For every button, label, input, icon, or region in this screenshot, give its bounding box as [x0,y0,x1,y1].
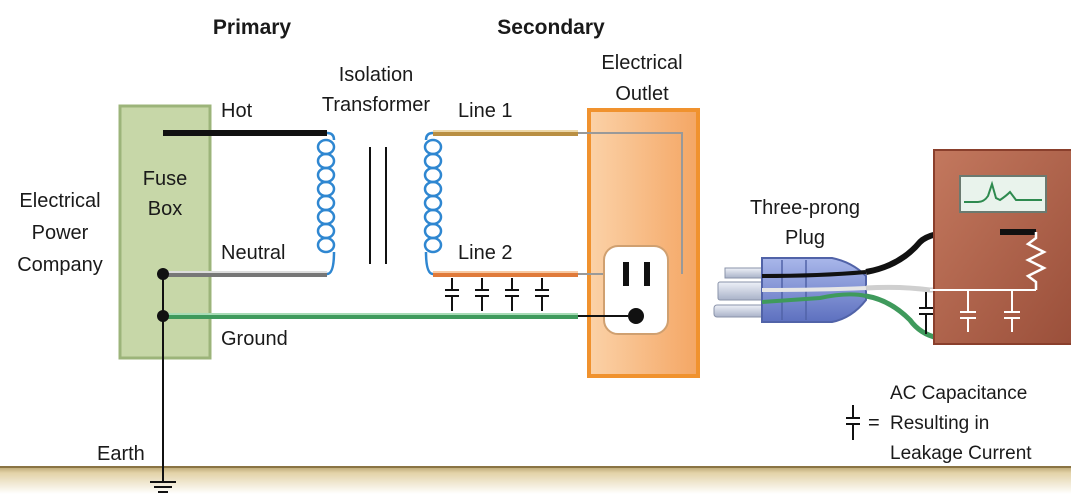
svg-text:Electrical: Electrical [601,52,682,74]
outlet-label: Electrical Outlet [601,52,682,105]
capacitor-icon [445,278,459,311]
legend-line-2: Resulting in [890,413,989,434]
cord-capacitor-icon [919,292,933,334]
capacitor-icon [960,290,976,332]
capacitor-icon [505,278,519,311]
receptacle-ground-hole [628,308,644,324]
primary-coil-icon [316,131,336,276]
ground-label: Ground [221,328,288,350]
svg-text:Fuse: Fuse [143,168,187,190]
line1-label: Line 1 [458,100,513,122]
svg-text:Three-prong: Three-prong [750,197,860,219]
device-screen [959,175,1047,213]
earth-label: Earth [97,443,145,465]
device-capacitors [960,290,1020,332]
line2-label: Line 2 [458,242,513,264]
secondary-heading: Secondary [497,16,605,39]
svg-text:Isolation: Isolation [339,64,414,86]
svg-text:Plug: Plug [785,227,825,249]
isolation-transformer-label: Isolation Transformer [322,64,431,116]
legend-equals: = [868,412,880,434]
resistor-icon [1025,232,1047,290]
ground-symbol-icon [150,481,176,493]
svg-text:Company: Company [17,254,103,276]
secondary-coil-icon [423,131,443,276]
waveform-icon [964,180,1042,203]
svg-text:Outlet: Outlet [615,83,669,105]
legend-capacitor-icon [846,405,860,440]
neutral-label: Neutral [221,242,285,264]
capacitor-icon [475,278,489,311]
power-company-label: Electrical Power Company [17,190,103,276]
receptacle-slot-left [623,262,629,286]
svg-text:Box: Box [148,198,182,220]
legend-line-1: AC Capacitance [890,383,1027,404]
plug-prongs [713,267,768,318]
power-cord-neutral [865,284,1036,293]
svg-text:Transformer: Transformer [322,94,431,116]
capacitor-icon [535,278,549,311]
hot-label: Hot [221,100,253,122]
svg-text:Electrical: Electrical [19,190,100,212]
fuse-box-label: Fuse Box [143,168,187,220]
plug-label: Three-prong Plug [750,197,860,249]
receptacle-slot-right [644,262,650,286]
legend-line-3: Leakage Current [890,443,1032,464]
capacitor-icon [1004,290,1020,332]
leakage-capacitors [445,278,549,311]
receptacle-face [603,245,669,335]
primary-heading: Primary [213,16,292,39]
legend: = AC Capacitance Resulting in Leakage Cu… [846,383,1032,464]
power-cord-ground [865,293,939,341]
earth-ground-strip [0,466,1071,494]
svg-text:Power: Power [32,222,89,244]
